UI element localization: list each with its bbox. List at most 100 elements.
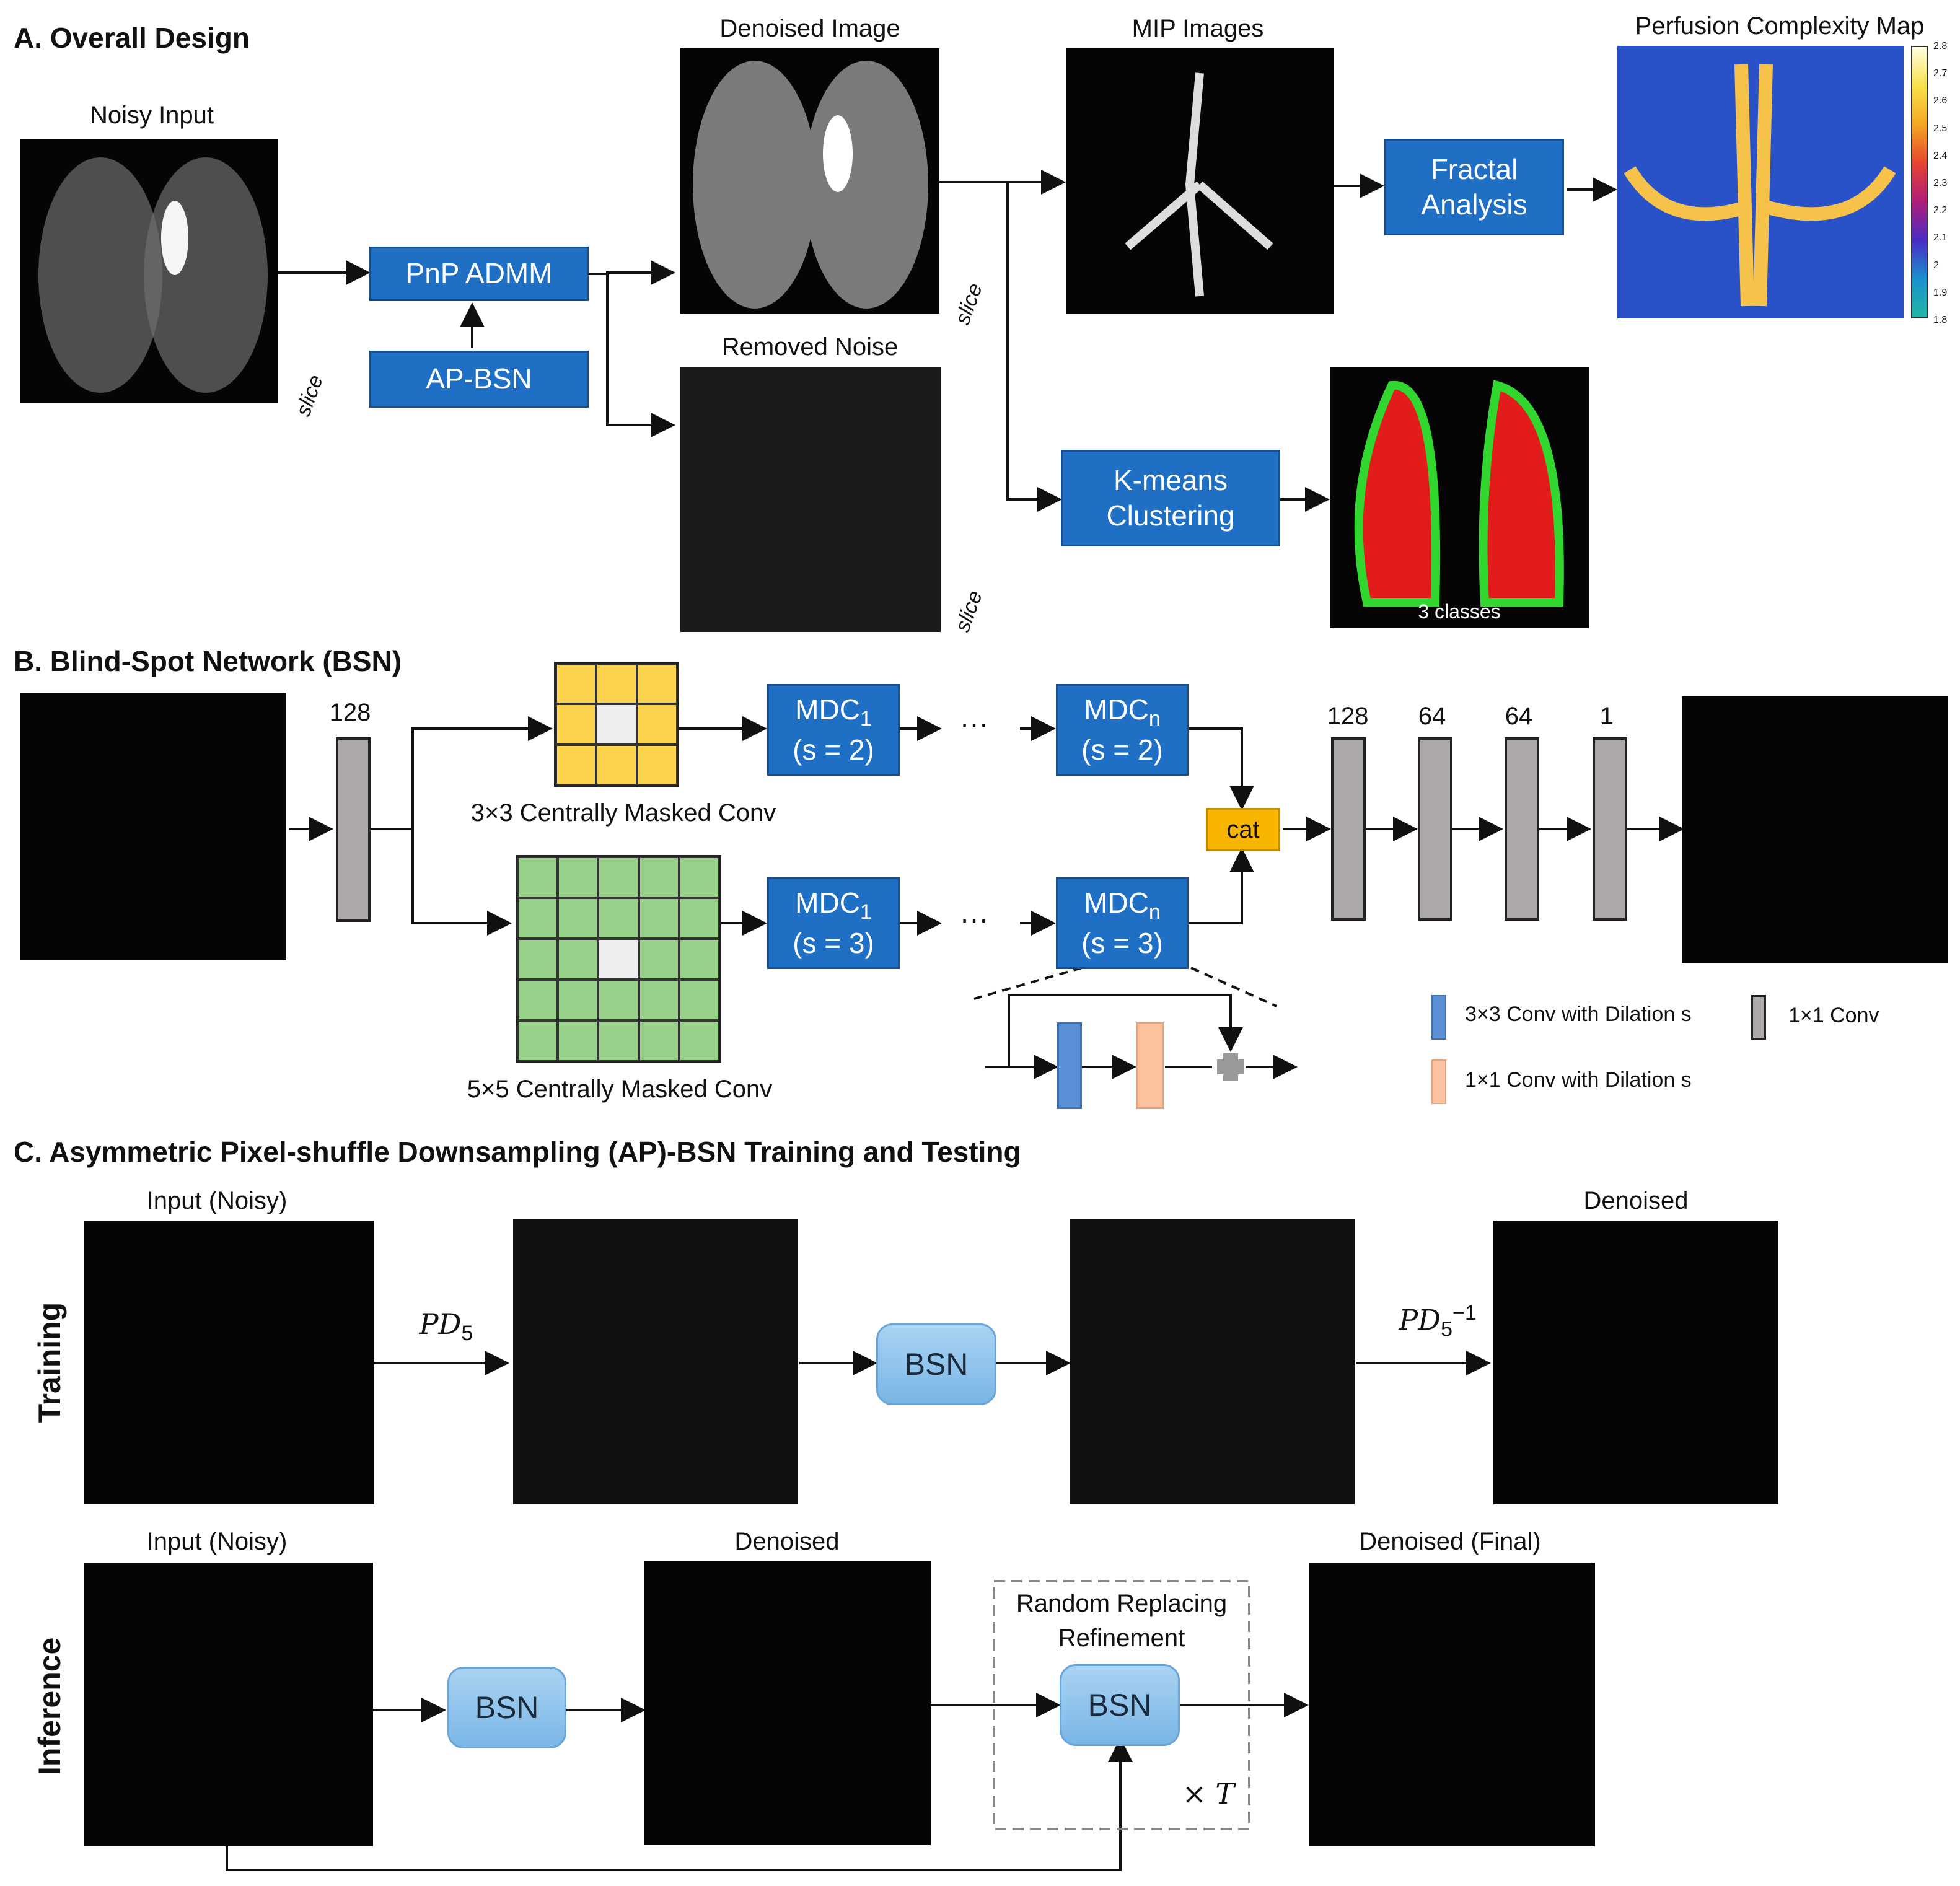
section-b-title: B. Blind-Spot Network (BSN) [14,645,402,677]
colorbar-tick: 2.3 [1933,177,1948,188]
training-label: Training [32,1302,67,1423]
legend-blue-swatch [1431,995,1446,1040]
lung-silhouette-denoised [693,61,928,309]
bsn-inference-box: BSN [447,1667,566,1748]
mdc-subscript: n [1148,900,1161,924]
inference-label: Inference [32,1637,67,1775]
bsn-input-image [20,693,286,960]
colorbar-tick: 2.1 [1933,232,1948,243]
pd-subscript: 5 [1441,1317,1452,1341]
colorbar-tick: 2.6 [1933,95,1948,107]
perfusion-map-image [1617,46,1904,318]
conv3x3-dilation-block [1057,1022,1082,1109]
times-t-label: × T [1182,1777,1234,1810]
legend-orange-swatch [1431,1059,1446,1104]
ellipsis-bottom: ··· [960,903,988,935]
training-denoised-caption: Denoised [1583,1187,1689,1214]
training-input-image [84,1221,374,1504]
training-denoised-image [1493,1221,1778,1504]
conv-block-input [336,737,371,922]
denoised-image-caption: Denoised Image [719,15,900,42]
mdc-subscript: n [1148,707,1161,731]
inference-input-caption: Input (Noisy) [146,1528,288,1555]
bsn-output-downsampled-image [1070,1219,1355,1504]
colorbar-ticks: 2.8 2.7 2.6 2.5 2.4 2.3 2.2 2.1 2 1.9 1.… [1933,41,1958,326]
noisy-input-image [20,139,278,403]
cluster-lungs [1354,380,1564,607]
section-a-title: A. Overall Design [14,22,250,54]
mdc1-s2-box: MDC1 (s = 2) [767,684,900,776]
inference-input-image [84,1563,373,1846]
masked-conv-5x5-grid [516,855,721,1063]
conv-block-64a [1418,737,1452,921]
perfusion-map-caption: Perfusion Complexity Map [1635,12,1925,40]
mdc-stride: (s = 3) [793,926,874,959]
perfusion-vessels [1624,64,1896,307]
refinement-label-line2: Refinement [1058,1625,1185,1652]
lung-silhouette [38,157,268,393]
removed-noise-caption: Removed Noise [721,333,899,361]
bsn-output-image [1682,696,1948,963]
legend-blue-label: 3×3 Conv with Dilation s [1465,1002,1692,1026]
masked-conv-3x3-caption: 3×3 Centrally Masked Conv [470,799,776,827]
mdcn-s2-box: MDCn (s = 2) [1056,684,1189,776]
mdc-stride: (s = 3) [1081,926,1163,959]
mdcn-s3-box: MDCn (s = 3) [1056,877,1189,969]
inference-denoised-caption: Denoised [734,1528,840,1555]
channel-label: 64 [1418,703,1446,730]
colorbar-tick: 2 [1933,260,1939,271]
final-denoised-caption: Denoised (Final) [1359,1528,1541,1555]
colorbar-tick: 1.9 [1933,287,1948,298]
pnp-admm-box: PnP ADMM [369,247,589,301]
pd-symbol: PD [1399,1303,1441,1337]
colorbar-tick: 2.4 [1933,150,1948,161]
inference-denoised-image [644,1561,931,1845]
masked-conv-3x3-grid [554,662,679,787]
mdc-subscript: 1 [859,707,872,731]
channel-label-128-left: 128 [329,699,371,726]
colorbar-tick: 2.7 [1933,68,1948,79]
conv-block-64b [1505,737,1539,921]
section-c-title: C. Asymmetric Pixel-shuffle Downsampling… [14,1136,1021,1168]
kmeans-image: 3 classes [1330,367,1589,628]
mdc-subscript: 1 [859,900,872,924]
ap-bsn-box: AP-BSN [369,351,589,408]
bsn-refinement-box: BSN [1060,1664,1180,1746]
mdc-stride: (s = 2) [1081,733,1163,766]
masked-conv-5x5-caption: 5×5 Centrally Masked Conv [467,1076,773,1103]
classes-label: 3 classes [1418,600,1501,623]
mdc-label: MDC [1084,693,1149,726]
channel-label: 1 [1599,703,1614,730]
pd-inverse-superscript: −1 [1452,1301,1477,1325]
training-input-caption: Input (Noisy) [146,1187,288,1214]
vessel-tree [1125,72,1273,297]
conv1x1-dilation-block [1136,1022,1164,1109]
pd5-inverse-label: PD5−1 [1376,1301,1500,1342]
kmeans-box: K-means Clustering [1061,450,1280,546]
colorbar-tick: 1.8 [1933,314,1948,325]
removed-noise-image [680,367,941,632]
channel-label: 128 [1327,703,1369,730]
final-denoised-image [1309,1563,1595,1846]
pd5-label: PD5 [397,1307,496,1346]
noisy-input-caption: Noisy Input [89,102,214,129]
mdc1-s3-box: MDC1 (s = 3) [767,877,900,969]
colorbar [1911,46,1928,318]
colorbar-tick: 2.2 [1933,205,1948,216]
conv-block-1 [1593,737,1627,921]
refinement-label-line1: Random Replacing [1016,1590,1228,1617]
bsn-training-box: BSN [876,1323,996,1405]
legend-gray-label: 1×1 Conv [1788,1004,1879,1027]
mip-images-caption: MIP Images [1132,15,1264,42]
mdc-label: MDC [1084,886,1149,919]
colorbar-tick: 2.8 [1933,41,1948,51]
mdc-label: MDC [795,886,860,919]
mdc-label: MDC [795,693,860,726]
colorbar-tick: 2.5 [1933,123,1948,134]
pd-symbol: PD [419,1307,462,1341]
channel-label: 64 [1505,703,1533,730]
mdc-stride: (s = 2) [793,733,874,766]
mip-image [1066,48,1334,314]
cat-box: cat [1206,808,1280,851]
